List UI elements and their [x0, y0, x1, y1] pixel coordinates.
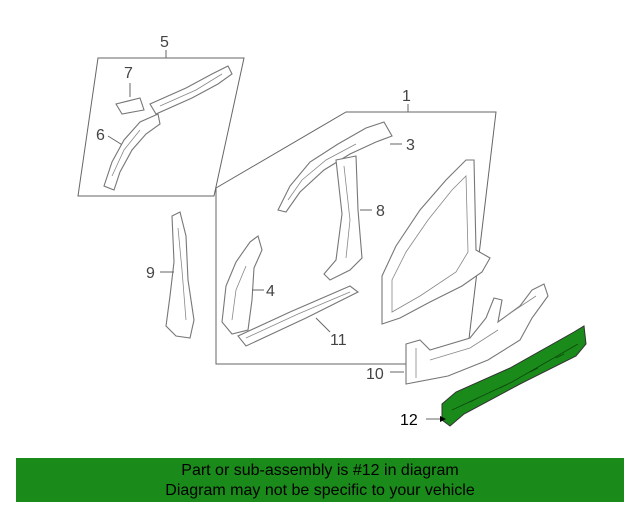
callout-3[interactable]: 3: [406, 137, 415, 154]
parts-diagram: 5 7 6 1 3 8 4 11 9 10 12: [77, 34, 587, 429]
callout-7[interactable]: 7: [124, 65, 133, 82]
banner-line-1: Part or sub-assembly is #12 in diagram: [181, 462, 459, 479]
callout-4[interactable]: 4: [266, 283, 275, 300]
part-9-pillar[interactable]: [165, 211, 195, 339]
part-8-b-pillar[interactable]: [323, 155, 363, 281]
part-1-side-frame[interactable]: [381, 159, 491, 325]
part-5-roof-rail[interactable]: [149, 65, 233, 115]
part-6-pillar[interactable]: [103, 113, 161, 191]
callout-11[interactable]: 11: [330, 332, 347, 349]
part-12-rocker-panel[interactable]: [441, 325, 587, 427]
part-7-bracket[interactable]: [115, 97, 145, 115]
info-banner: Part or sub-assembly is #12 in diagram D…: [16, 458, 624, 502]
callout-6[interactable]: 6: [96, 127, 105, 144]
banner-line-2: Diagram may not be specific to your vehi…: [165, 482, 475, 499]
group-box-5: [77, 57, 245, 197]
group-box-1: [215, 111, 497, 365]
part-4-a-pillar-lower[interactable]: [221, 235, 263, 335]
callout-12[interactable]: 12: [400, 412, 418, 429]
callout-8[interactable]: 8: [376, 203, 385, 220]
callout-9[interactable]: 9: [146, 265, 155, 282]
callout-5[interactable]: 5: [160, 34, 169, 51]
part-3-inner-rail[interactable]: [277, 121, 393, 213]
callout-1[interactable]: 1: [402, 88, 411, 105]
callout-10[interactable]: 10: [366, 366, 384, 383]
